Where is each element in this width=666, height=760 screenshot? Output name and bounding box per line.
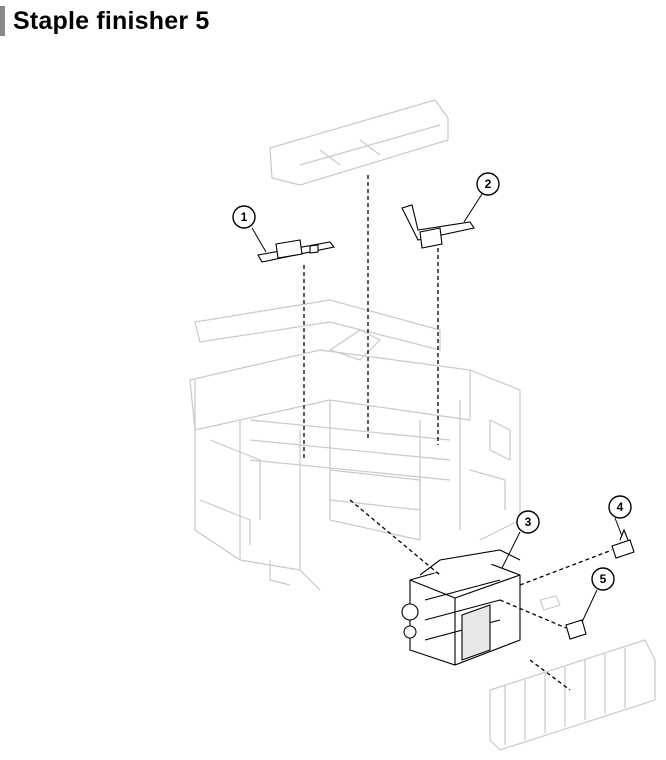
callout-3-label: 3 xyxy=(525,515,532,529)
page-title: Staple finisher 5 xyxy=(13,6,210,35)
callout-2: 2 xyxy=(476,172,500,196)
part-1-bracket xyxy=(257,239,335,263)
callout-1-label: 1 xyxy=(241,210,248,224)
callout-4: 4 xyxy=(608,495,632,519)
callout-2-label: 2 xyxy=(485,177,492,191)
bottom-guide-ghost xyxy=(489,639,656,751)
page-header: Staple finisher 5 xyxy=(0,6,210,36)
callout-3: 3 xyxy=(516,510,540,534)
callout-5: 5 xyxy=(591,567,615,591)
callout-leaders xyxy=(251,193,623,623)
callout-1: 1 xyxy=(232,205,256,229)
callout-4-label: 4 xyxy=(617,500,624,514)
part-3-stapler-assembly xyxy=(401,549,521,666)
finisher-frame-ghost xyxy=(189,299,521,591)
top-cover-ghost xyxy=(269,99,449,186)
part-2-bracket xyxy=(401,204,475,249)
title-accent-bar xyxy=(0,6,5,36)
part-5-sensor xyxy=(539,595,587,640)
callout-5-label: 5 xyxy=(600,572,607,586)
part-4-sensor xyxy=(611,528,635,559)
installation-guide-lines xyxy=(303,175,613,691)
